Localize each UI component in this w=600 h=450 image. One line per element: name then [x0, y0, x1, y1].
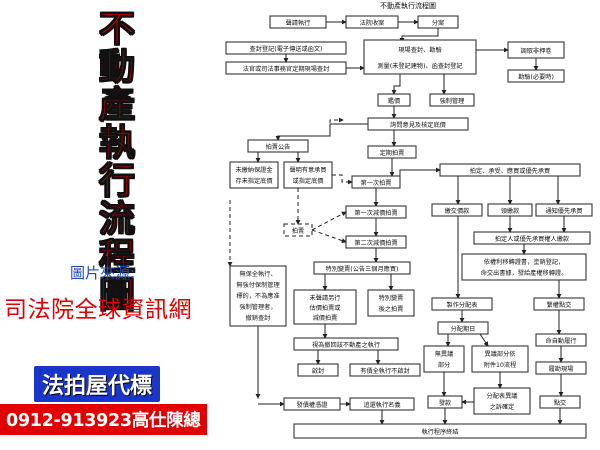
node-keep-box [229, 265, 287, 327]
contact-banner: 0912-913923高仕陳總 [0, 404, 207, 435]
node-assign: 分案 [432, 19, 445, 27]
edge [275, 123, 368, 141]
node-special-after-l2: 後之拍賣 [379, 305, 404, 313]
sidebar: 不動產執行流程圖 圖片來源: 司法院全球資訊網 法拍屋代標 0912-91392… [0, 0, 236, 450]
node-keep-l4: 強制管理者， [239, 303, 276, 311]
node-issue-cert: 發債權憑證 [297, 401, 329, 409]
node-seize-reg: 查封登記(電子傳送或函文) [250, 45, 323, 53]
node-objection-l2: 附件10流程 [484, 361, 517, 369]
node-perm-box [461, 253, 587, 281]
node-distribute-l2: 之訴確定 [490, 403, 515, 411]
source-name: 司法院全球資訊網 [4, 297, 192, 323]
edge [391, 74, 401, 95]
flowchart: 不動產執行流程圖 聲請執行 法院收案 分案 查封登記(電子傳送或函文) 法官或司… [225, 1, 593, 439]
edge-dashed [329, 117, 344, 130]
node-receive: 法院收案 [360, 19, 386, 27]
node-second-reduce: 第二次減價拍賣 [354, 239, 397, 247]
node-dist-day-box [437, 321, 489, 335]
edge-dashed [311, 229, 347, 243]
node-pay-price: 繳交價款 [445, 207, 470, 215]
node-withdraw-box [293, 337, 399, 351]
node-deemed-withdraw: 視為撤回該不動產之執行 [312, 341, 380, 349]
node-onsite-l1: 現場查封、勘驗 [398, 46, 441, 54]
node-auction-announce: 拍賣公告 [266, 143, 291, 151]
node-special-sale-box [313, 261, 411, 275]
node-mgmt-box [429, 93, 475, 107]
node-buyer-box [293, 289, 357, 325]
node-auction-dash: 拍賣 [292, 227, 304, 235]
edge [399, 167, 441, 176]
node-buyer-l1: 未聲請另行 [310, 294, 341, 302]
node-special-after-l1: 特別變賣 [379, 294, 404, 302]
node-reserve-box [229, 161, 279, 189]
edge-dashed [332, 174, 353, 185]
node-request-box [283, 161, 333, 189]
node-appraise: 鑑價 [388, 97, 400, 105]
node-perm-l1: 依權利移轉證書，塗銷登記， [484, 258, 564, 266]
node-perm-l2: 命交出書據，發給產權移轉證。 [481, 269, 568, 277]
node-request-l1: 聲明有意承買 [289, 166, 326, 174]
node-distribute-box [473, 387, 531, 415]
node-first-auction: 第一次拍賣 [361, 179, 392, 187]
node-objection-l1: 異議部分依 [485, 350, 516, 358]
node-apply: 聲請執行 [286, 19, 311, 27]
node-order-execute: 命自動履行 [546, 337, 577, 345]
source-label: 圖片來源: [70, 264, 136, 282]
node-pay-price-box [431, 203, 483, 217]
node-priority-review-box [473, 231, 591, 245]
node-hand-over: 點交 [554, 399, 566, 407]
node-buyer-l3: 減價拍賣 [313, 314, 338, 322]
node-return-list: 追還執行名義 [363, 401, 400, 409]
edge-dashed [311, 211, 347, 231]
node-proceed: 有債全執行不啟封 [360, 367, 410, 375]
agent-banner: 法拍屋代標 [34, 366, 161, 402]
node-keep-l1: 無保全執行、 [239, 270, 276, 278]
node-notify-priority: 通知優先承買 [545, 207, 582, 215]
node-distribute-l1: 分配表異議 [487, 392, 518, 400]
node-transfer: 繫權點交 [547, 301, 572, 309]
node-keep-l3: 標的，不為應准 [236, 292, 279, 300]
node-first-reduce: 第一次減價拍賣 [354, 209, 397, 217]
node-buyer-l2: 估價拍賣或 [310, 304, 341, 312]
flow-title: 不動產執行流程圖 [380, 1, 436, 10]
node-distribution-table: 製作分配表 [447, 301, 478, 309]
node-bid-accept: 拍定、承受、應買或優先承買 [470, 167, 550, 175]
node-check: 調取非押卷 [521, 47, 553, 55]
node-distribution-day: 分配期日 [451, 325, 476, 333]
node-special-sale: 特別變賣(公告三個月應買) [326, 265, 399, 273]
node-special-after-box [367, 289, 415, 317]
edge [479, 333, 489, 347]
node-payout: 發款 [439, 399, 451, 407]
node-release: 啟封 [312, 367, 324, 375]
node-deposit: 領繳款 [501, 207, 520, 215]
node-reserve-l2: 存未指定底價 [235, 177, 272, 185]
node-notary: 法官或司法事務官定期現場查封 [243, 65, 330, 73]
node-survey: 勘驗(必要時) [518, 73, 554, 81]
node-priority-review: 拍定人或優先承買權人繳款 [495, 235, 569, 243]
edge [399, 28, 439, 43]
node-proceed-box [349, 363, 421, 377]
node-reserve-l1: 未繳納保證金 [235, 166, 273, 174]
node-end: 執行程序終結 [421, 428, 458, 436]
node-opinion: 詢問意見及核定底價 [390, 121, 446, 129]
node-keep-l2: 無強付保制管理 [236, 281, 279, 289]
vertical-title: 不動產執行流程圖 [98, 8, 135, 316]
node-onsite-box [363, 39, 477, 75]
node-keep-l5: 撤銷查封 [246, 314, 271, 322]
node-no-objection-l2: 部分 [438, 361, 450, 369]
node-deliver: 履勘現場 [549, 365, 574, 373]
node-onsite-l2: 測量(未登記建物)、函查封登記 [377, 62, 462, 70]
node-mandatory-mgmt: 強制管理 [440, 97, 465, 105]
node-no-objection-l1: 無異議 [435, 350, 454, 358]
node-end-box [293, 423, 587, 439]
node-announce-box [247, 139, 309, 153]
node-schedule: 定期拍賣 [380, 149, 405, 157]
node-request-l2: 或指定底價 [293, 177, 324, 185]
